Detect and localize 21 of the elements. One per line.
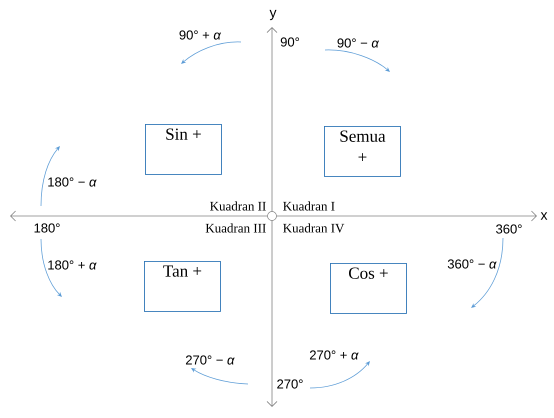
angle-label: 360° <box>496 224 522 234</box>
angle-label: 270° − α <box>186 355 235 365</box>
quadrant-label: Kuadran II <box>210 201 266 211</box>
angle-label: 180° + α <box>48 260 97 270</box>
angle-label: 90° <box>280 37 300 47</box>
quadrant-box: Tan + <box>144 261 221 312</box>
angle-label: 270° + α <box>310 350 359 360</box>
angle-label: 90° − α <box>338 38 380 48</box>
quadrant-label: Kuadran III <box>206 223 266 233</box>
quadrant-box: Cos + <box>330 263 407 314</box>
axis-label: y <box>270 10 276 20</box>
angle-label: 360° − α <box>448 259 497 269</box>
quadrant-box: Sin + <box>145 124 222 175</box>
angle-label: 270° <box>277 379 303 389</box>
angle-label: 180° <box>34 223 60 233</box>
angle-label: 180° − α <box>48 177 97 187</box>
quadrant-label: Kuadran I <box>283 201 335 211</box>
angle-label: 90° + α <box>180 30 222 40</box>
axis-label: x <box>540 212 548 220</box>
quadrant-box: Semua + <box>324 126 401 177</box>
quadrant-label: Kuadran IV <box>283 223 344 233</box>
